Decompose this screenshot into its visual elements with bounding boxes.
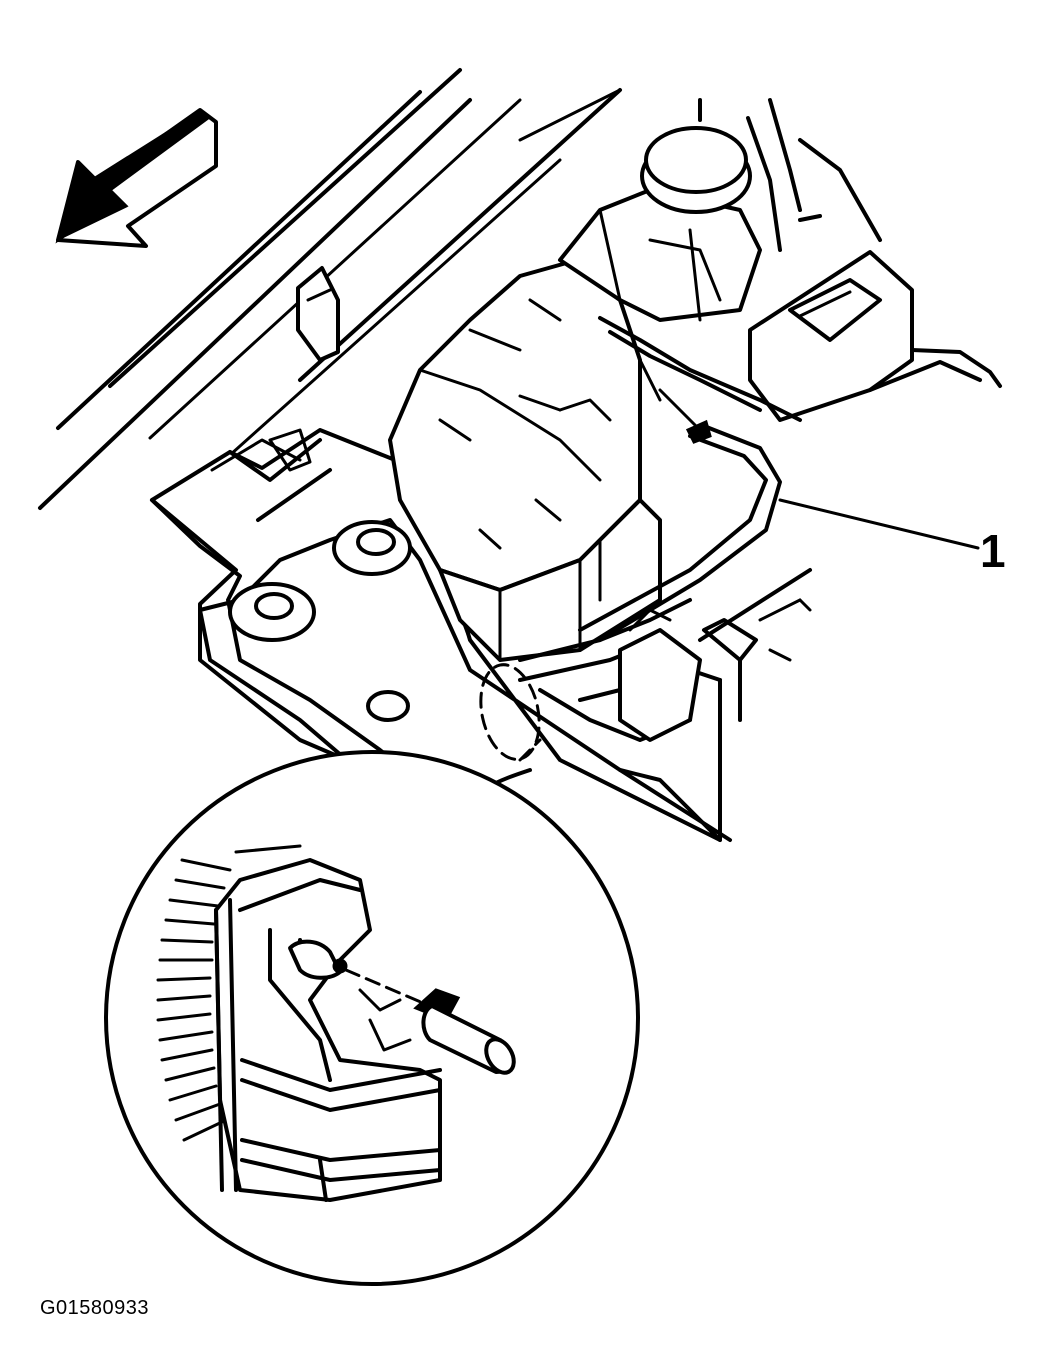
coolant-reservoir bbox=[388, 126, 762, 662]
mounting-bolt bbox=[332, 520, 412, 576]
detail-indicator bbox=[479, 663, 542, 762]
body-panel-lines bbox=[38, 68, 622, 510]
radiator-area bbox=[518, 568, 812, 842]
mounting-bolt bbox=[228, 582, 316, 642]
callout-label-1: 1 bbox=[980, 525, 1006, 577]
hood-latch-bracket bbox=[296, 266, 340, 362]
detail-view bbox=[104, 750, 640, 1286]
mounting-hole bbox=[366, 690, 410, 722]
overflow-hose bbox=[578, 316, 980, 642]
figure-id: G01580933 bbox=[40, 1297, 150, 1319]
forward-arrow-icon bbox=[55, 108, 218, 248]
engine-components bbox=[698, 98, 1002, 422]
